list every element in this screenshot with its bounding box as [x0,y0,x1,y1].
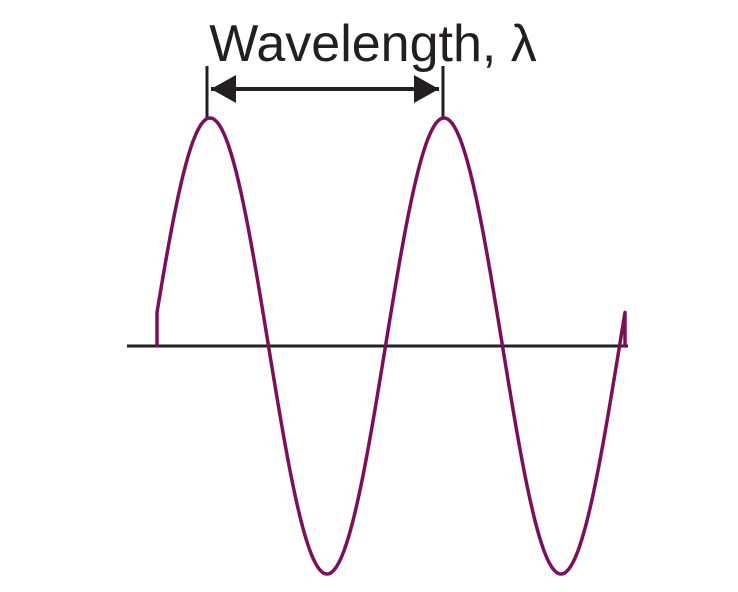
wavelength-arrow-right-head [414,75,439,103]
wavelength-label: Wavelength, λ [209,15,537,73]
sine-wave-curve [155,116,627,576]
wavelength-arrow-left-head [211,75,236,103]
